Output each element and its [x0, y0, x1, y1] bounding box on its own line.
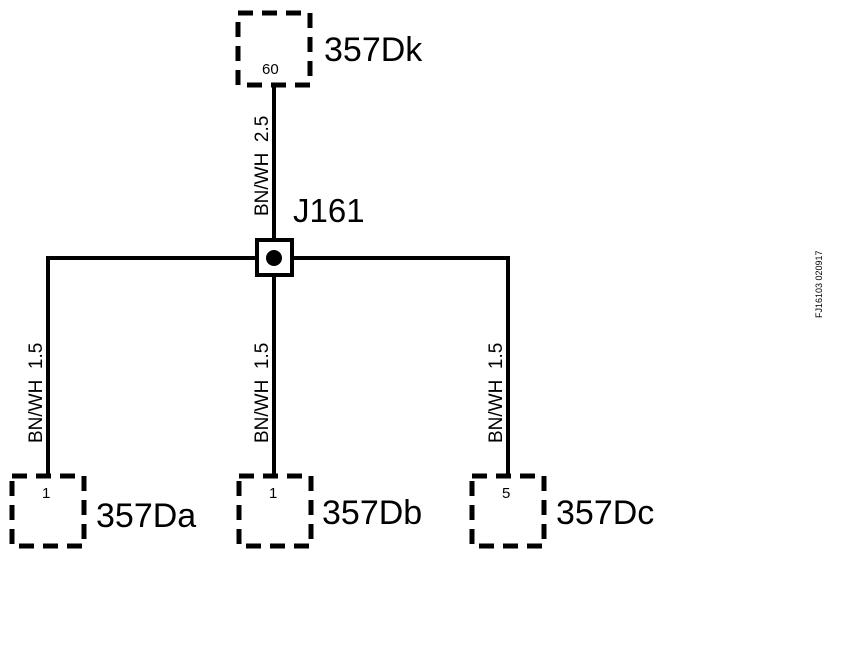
connector-357dc-pin: 5: [502, 485, 510, 502]
connector-357dk-label: 357Dk: [324, 31, 423, 69]
connector-357da-pin: 1: [42, 485, 50, 502]
splice-j161: [255, 238, 294, 277]
connector-357db-pin: 1: [269, 485, 277, 502]
connector-357dk: 60: [235, 10, 313, 88]
connector-357db: 1: [236, 473, 314, 549]
connector-357dc-label: 357Dc: [556, 494, 654, 532]
connector-357dc: 5: [469, 473, 547, 549]
wire-top-label: BN/WH 2.5: [252, 116, 273, 216]
connector-357da: 1: [9, 473, 87, 549]
figure-reference: FJ16103 020917: [814, 250, 824, 318]
connector-357dk-pin: 60: [262, 61, 279, 78]
splice-label: J161: [293, 192, 365, 229]
connector-357da-label: 357Da: [96, 497, 196, 535]
wire-left-label: BN/WH 1.5: [26, 343, 47, 443]
connector-357db-label: 357Db: [322, 494, 422, 532]
wire-middle-label: BN/WH 1.5: [252, 343, 273, 443]
wire-right-label: BN/WH 1.5: [486, 343, 507, 443]
